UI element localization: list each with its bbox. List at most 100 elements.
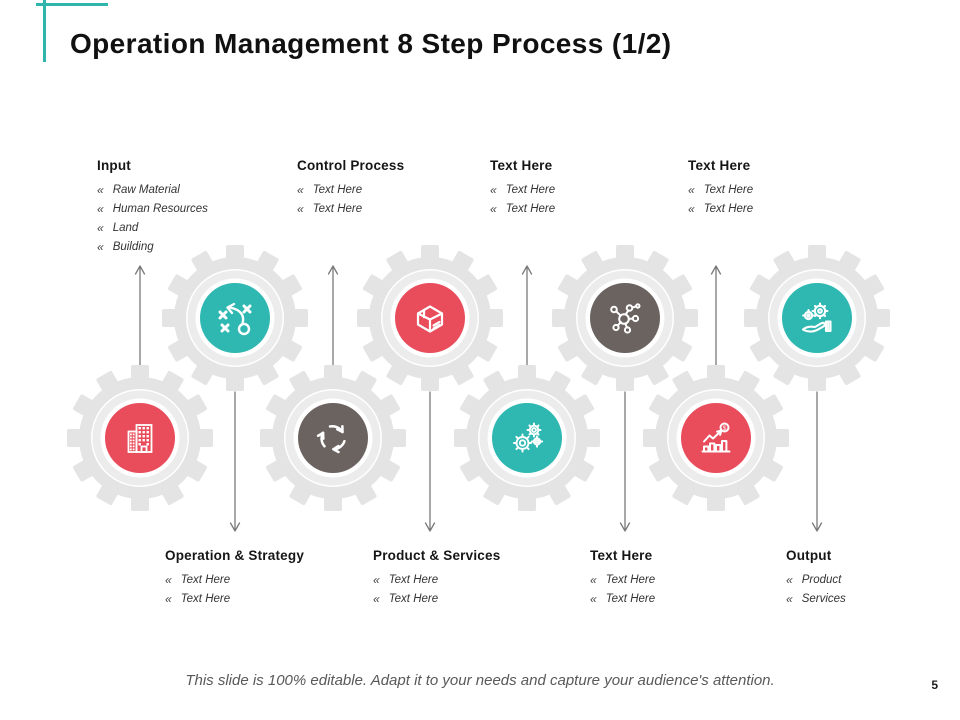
recycle-arrows-icon xyxy=(316,424,346,454)
gear-step-output: $ xyxy=(641,363,791,513)
list-item: « Raw Material xyxy=(97,180,292,199)
list-item-text: Text Here xyxy=(505,183,556,196)
up-arrow-icon xyxy=(710,265,722,369)
list-item-text: Building xyxy=(112,240,154,253)
gear-step-operation-strategy xyxy=(160,243,310,393)
up-arrow-icon xyxy=(134,265,146,369)
label-title: Operation & Strategy xyxy=(165,548,305,563)
bullet-icon: « xyxy=(297,182,304,197)
gear-step-text-here-top-2 xyxy=(742,243,892,393)
footer-note: This slide is 100% editable. Adapt it to… xyxy=(185,672,775,689)
top-label-text-here-2: Text Here « Text Here « Text Here xyxy=(688,158,883,218)
list-item-text: Text Here xyxy=(505,202,556,215)
list-item: « Text Here xyxy=(165,589,360,608)
label-title: Output xyxy=(786,548,832,563)
down-arrow-icon xyxy=(424,391,436,532)
list-item-text: Text Here xyxy=(180,573,231,586)
page-number: 5 xyxy=(931,678,938,692)
strategy-tactics-icon xyxy=(218,302,252,336)
bullet-icon: « xyxy=(490,182,497,197)
list-item: « Text Here xyxy=(590,589,785,608)
list-item: « Text Here xyxy=(373,589,568,608)
list-item: « Text Here xyxy=(688,180,883,199)
list-item-text: Raw Material xyxy=(112,183,180,196)
list-item: « Text Here xyxy=(297,180,492,199)
label-title: Control Process xyxy=(297,158,405,173)
molecule-network-icon xyxy=(610,303,641,334)
corner-accent-horizontal-line xyxy=(36,3,108,6)
bullet-icon: « xyxy=(97,201,104,216)
list-item-text: Text Here xyxy=(605,573,656,586)
label-title: Text Here xyxy=(688,158,751,173)
list-item-text: Text Here xyxy=(703,183,754,196)
list-item-text: Text Here xyxy=(180,592,231,605)
list-item: « Text Here xyxy=(490,180,685,199)
bullet-icon: « xyxy=(373,591,380,606)
list-item: « Text Here xyxy=(297,199,492,218)
svg-text:$: $ xyxy=(723,425,727,432)
gear-step-input xyxy=(65,363,215,513)
top-label-text-here-1: Text Here « Text Here « Text Here xyxy=(490,158,685,218)
building-icon xyxy=(127,424,153,453)
list-item-text: Text Here xyxy=(388,573,439,586)
bullet-icon: « xyxy=(165,572,172,587)
list-item-text: Text Here xyxy=(605,592,656,605)
label-title: Input xyxy=(97,158,131,173)
list-item-text: Text Here xyxy=(388,592,439,605)
gear-step-text-here-bottom xyxy=(452,363,602,513)
down-arrow-icon xyxy=(619,391,631,532)
bottom-label-text-here: Text Here « Text Here « Text Here xyxy=(590,548,785,608)
bullet-icon: « xyxy=(688,201,695,216)
bullet-icon: « xyxy=(786,572,793,587)
list-item: « Land xyxy=(97,218,292,237)
top-label-control-process: Control Process « Text Here « Text Here xyxy=(297,158,492,218)
growth-chart-money-icon: $ xyxy=(701,422,731,453)
list-item-text: Text Here xyxy=(312,202,363,215)
list-item-text: Services xyxy=(801,592,846,605)
gear-step-text-here-top xyxy=(550,243,700,393)
gear-step-control-process xyxy=(258,363,408,513)
bottom-label-output: Output « Product « Services xyxy=(786,548,960,608)
list-item-text: Product xyxy=(801,573,842,586)
up-arrow-icon xyxy=(327,265,339,369)
gears-trio-icon xyxy=(512,422,544,453)
list-item: « Text Here xyxy=(590,570,785,589)
list-item: « Human Resources xyxy=(97,199,292,218)
gear-step-product-services xyxy=(355,243,505,393)
down-arrow-icon xyxy=(229,391,241,532)
list-item: « Text Here xyxy=(688,199,883,218)
page-title: Operation Management 8 Step Process (1/2… xyxy=(70,28,672,59)
list-item: « Services xyxy=(786,589,960,608)
list-item-text: Land xyxy=(112,221,139,234)
bullet-icon: « xyxy=(373,572,380,587)
list-item: « Text Here xyxy=(490,199,685,218)
list-item: « Text Here xyxy=(165,570,360,589)
label-title: Text Here xyxy=(590,548,653,563)
list-item-text: Text Here xyxy=(703,202,754,215)
list-item: « Product xyxy=(786,570,960,589)
corner-accent-vertical-line xyxy=(43,0,46,62)
hand-holding-gears-icon xyxy=(801,302,832,333)
bottom-label-product-services: Product & Services «Text Here «Text Here xyxy=(373,548,568,608)
up-arrow-icon xyxy=(521,265,533,369)
list-item-text: Text Here xyxy=(312,183,363,196)
bullet-icon: « xyxy=(97,220,104,235)
label-title: Text Here xyxy=(490,158,553,173)
top-label-input: Input « Raw Material « Human Resources « La… xyxy=(97,158,292,256)
bullet-icon: « xyxy=(165,591,172,606)
bottom-label-operation-strategy: Operation & Strategy « Text Here « Text He… xyxy=(165,548,360,608)
bullet-icon: « xyxy=(97,239,104,254)
bullet-icon: « xyxy=(490,201,497,216)
bullet-icon: « xyxy=(97,182,104,197)
bullet-icon: « xyxy=(590,572,597,587)
bullet-icon: « xyxy=(297,201,304,216)
bullet-icon: « xyxy=(590,591,597,606)
down-arrow-icon xyxy=(811,391,823,532)
bullet-icon: « xyxy=(688,182,695,197)
package-box-icon xyxy=(416,305,444,333)
list-item: « Building xyxy=(97,237,292,256)
bullet-icon: « xyxy=(786,591,793,606)
list-item: « Text Here xyxy=(373,570,568,589)
list-item-text: Human Resources xyxy=(112,202,208,215)
